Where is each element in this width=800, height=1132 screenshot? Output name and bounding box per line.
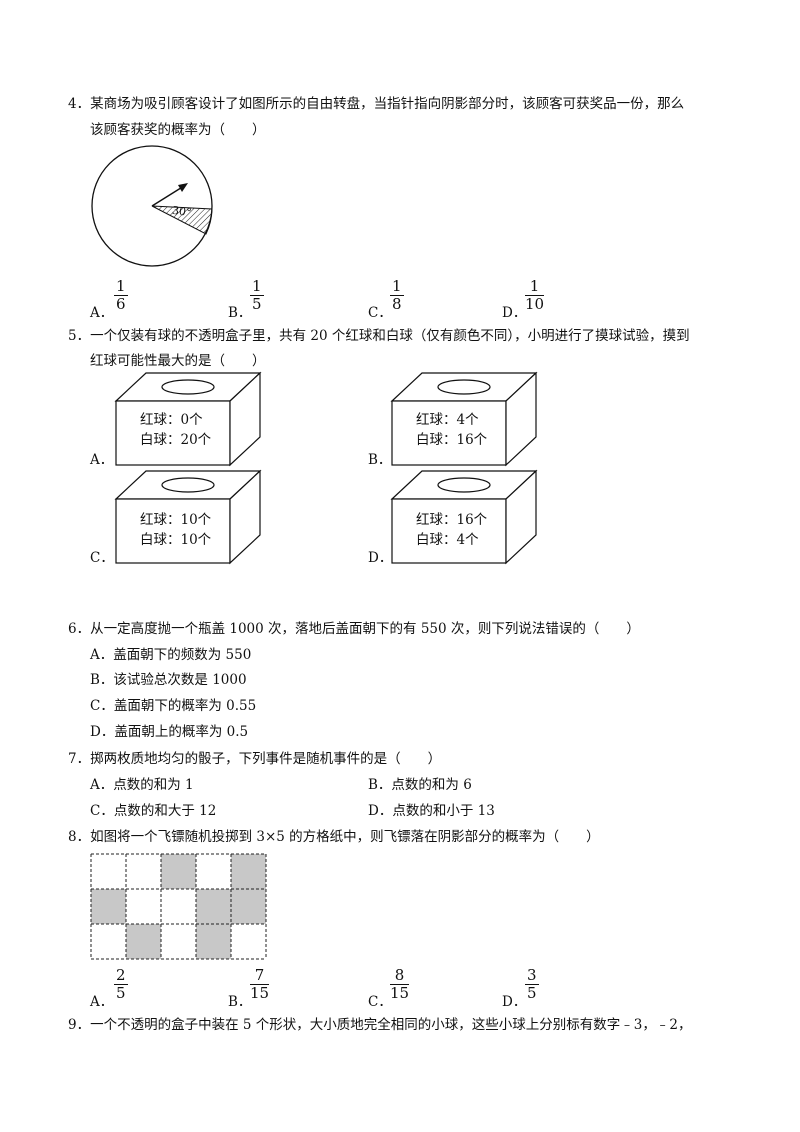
q8-option-d-letter: D． xyxy=(502,994,527,1010)
q7-option-c: C．点数的和大于 12 xyxy=(90,803,217,819)
box-a-figure xyxy=(114,371,262,467)
box-b-figure xyxy=(390,371,538,467)
shaded-cell xyxy=(126,924,161,959)
grid-figure xyxy=(90,853,267,960)
q5-option-a-letter: A． xyxy=(90,452,114,468)
q4-stem-line1: 4．某商场为吸引顾客设计了如图所示的自由转盘，当指针指向阴影部分时，该顾客可获奖… xyxy=(68,96,685,112)
q4-option-a-letter: A． xyxy=(90,305,114,321)
q4-option-c-letter: C． xyxy=(368,305,392,321)
box-c-figure xyxy=(114,469,262,565)
q7-option-b: B．点数的和为 6 xyxy=(368,777,472,793)
box-c-white: 白球：10个 xyxy=(140,532,212,548)
q5-option-c-letter: C． xyxy=(90,550,114,566)
q5-stem-line1: 5．一个仅装有球的不透明盒子里，共有 20 个红球和白球（仅有颜色不同），小明进… xyxy=(68,328,690,344)
box-d-red: 红球：16个 xyxy=(416,512,488,528)
q6-stem: 6．从一定高度抛一个瓶盖 1000 次，落地后盖面朝下的有 550 次，则下列说… xyxy=(68,621,640,637)
q4-stem-line2: 该顾客获奖的概率为（ ） xyxy=(90,122,266,138)
box-d-figure xyxy=(390,469,538,565)
q6-option-d: D．盖面朝上的概率为 0.5 xyxy=(90,724,249,740)
angle-label: 30° xyxy=(171,203,193,220)
q5-option-d-letter: D． xyxy=(368,550,393,566)
q6-option-b: B．该试验总次数是 1000 xyxy=(90,672,247,688)
box-d-white: 白球：4个 xyxy=(416,532,479,548)
shaded-cell xyxy=(196,924,231,959)
q4-option-b-letter: B． xyxy=(228,305,252,321)
q8-option-b-letter: B． xyxy=(228,994,252,1010)
box-b-red: 红球：4个 xyxy=(416,412,479,428)
shaded-cell xyxy=(231,854,266,889)
box-a-white: 白球：20个 xyxy=(140,432,212,448)
box-c-red: 红球：10个 xyxy=(140,512,212,528)
q6-option-c: C．盖面朝下的概率为 0.55 xyxy=(90,698,257,714)
shaded-cell xyxy=(161,854,196,889)
q4-option-d-letter: D． xyxy=(502,305,527,321)
q9-stem-line1: 9．一个不透明的盒子中装在 5 个形状，大小质地完全相同的小球，这些小球上分别标… xyxy=(68,1017,692,1033)
q7-option-d: D．点数的和小于 13 xyxy=(368,803,495,819)
q8-option-a-letter: A． xyxy=(90,994,114,1010)
q8-stem: 8．如图将一个飞镖随机投掷到 3×5 的方格纸中，则飞镖落在阴影部分的概率为（ … xyxy=(68,829,600,845)
q7-stem: 7．掷两枚质地均匀的骰子，下列事件是随机事件的是（ ） xyxy=(68,751,442,767)
q5-option-b-letter: B． xyxy=(368,452,392,468)
q6-option-a: A．盖面朝下的频数为 550 xyxy=(90,647,252,663)
q7-option-a: A．点数的和为 1 xyxy=(90,777,194,793)
box-b-white: 白球：16个 xyxy=(416,432,488,448)
shaded-cell xyxy=(196,889,231,924)
shaded-cell xyxy=(231,889,266,924)
q5-stem-line2: 红球可能性最大的是（ ） xyxy=(90,353,266,369)
box-a-red: 红球：0个 xyxy=(140,412,203,428)
shaded-cell xyxy=(91,889,126,924)
q8-option-c-letter: C． xyxy=(368,994,392,1010)
spinner-figure xyxy=(91,145,213,267)
